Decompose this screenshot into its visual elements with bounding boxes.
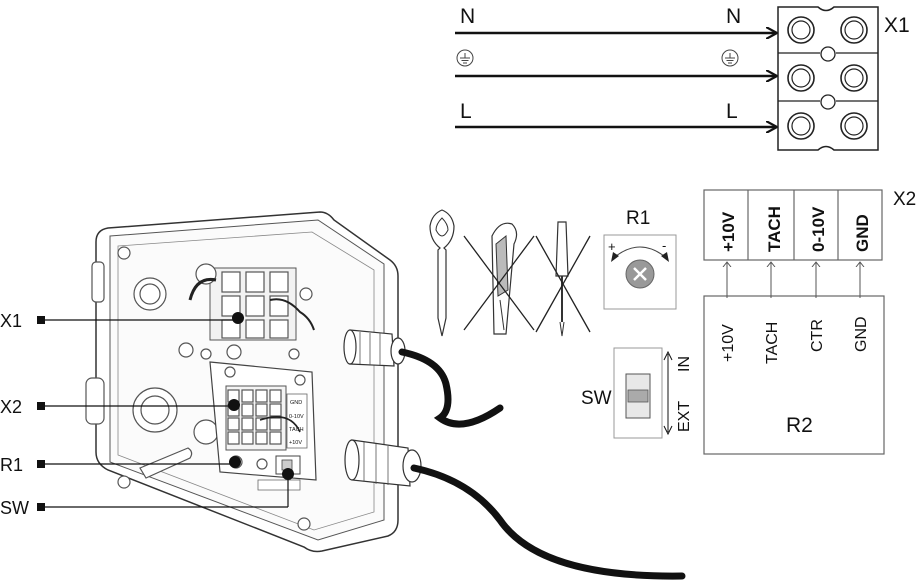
cutter-knife-icon (463, 222, 535, 335)
sw-label: SW (581, 388, 612, 409)
x2-terminal: GND (853, 214, 872, 252)
r2-pin: CTR (809, 319, 826, 352)
r2-pin: +10V (720, 324, 737, 362)
knockout (91, 261, 105, 303)
r2-label: R2 (786, 414, 813, 437)
r2-controller-box: +10V TACH CTR GND R2 (703, 262, 885, 455)
housing-screw (117, 246, 131, 260)
wire (188, 277, 217, 301)
wire (269, 298, 315, 331)
r1-potentiometer-panel: R1 + - (603, 208, 677, 310)
x2-label: X2 (893, 189, 916, 210)
earth-icon (456, 49, 474, 67)
callout-r1: R1 (0, 455, 23, 475)
x2-terminal: TACH (765, 206, 784, 252)
terminal-screw (787, 64, 815, 92)
x2-terminal: 0-10V (809, 206, 828, 252)
callout-sw: SW (0, 498, 29, 518)
sw-switch-panel: SW IN EXT (581, 347, 693, 439)
callout-dot (228, 399, 240, 411)
live-label-left: L (460, 100, 472, 123)
housing-screw (297, 517, 311, 531)
x2-terminal-strip: +10V TACH 0-10V GND X2 (703, 189, 916, 261)
callout-x2: X2 (0, 397, 22, 417)
terminal-screw (787, 16, 815, 44)
r1-plus: + (608, 239, 616, 254)
r2-pin: GND (853, 316, 870, 352)
callout-dot (282, 468, 294, 480)
earth-icon (721, 49, 739, 67)
tool-icons (429, 209, 591, 337)
board-label: 0-10V (289, 414, 304, 420)
board-label: GND (290, 400, 302, 406)
neutral-label-right: N (726, 5, 741, 28)
live-label-right: L (726, 100, 738, 123)
r1-title: R1 (626, 208, 650, 229)
neutral-label-left: N (460, 5, 475, 28)
sw-lower-label: EXT (676, 401, 693, 432)
wire (259, 416, 301, 433)
r2-pin: TACH (764, 322, 781, 364)
knockout (85, 377, 105, 425)
terminal-screw (840, 16, 868, 44)
callout-dot (229, 456, 241, 468)
x1-block-label: X1 (884, 14, 910, 37)
terminal-screw (840, 64, 868, 92)
cable-gland (344, 439, 422, 487)
housing-screw (299, 287, 313, 301)
key-tool-icon (429, 209, 455, 337)
screwdriver-icon (535, 221, 591, 337)
r1-minus: - (662, 238, 666, 253)
terminal-screw (787, 112, 815, 140)
cable (410, 464, 686, 580)
callout-dot (232, 312, 244, 324)
cable (398, 348, 504, 428)
board-label: +10V (289, 440, 302, 446)
supply-wiring: N N L L (455, 5, 776, 127)
switch-slider (627, 389, 649, 403)
enclosure-drawing: GND 0-10V TACH +10V (85, 211, 686, 580)
terminal-block-x1: X1 (777, 6, 910, 151)
callout-x1: X1 (0, 311, 22, 331)
knockout (193, 419, 219, 445)
terminal-screw (840, 112, 868, 140)
board-label: TACH (289, 427, 304, 433)
x2-terminal: +10V (719, 211, 738, 252)
cable-gland (343, 329, 406, 367)
sw-upper-label: IN (676, 356, 693, 372)
housing-screw (117, 475, 131, 489)
callouts: X1 X2 R1 SW (0, 311, 294, 518)
